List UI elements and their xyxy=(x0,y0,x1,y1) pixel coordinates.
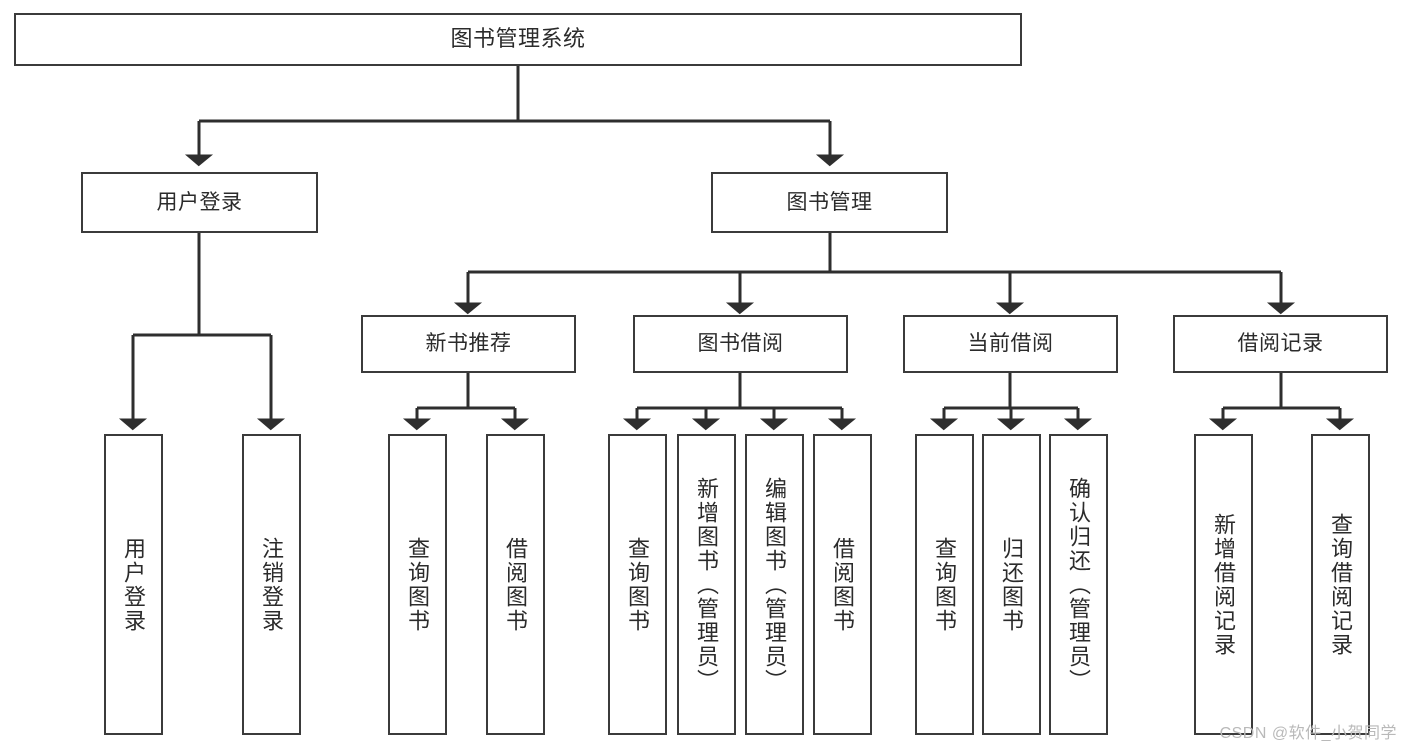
node-root-label: 图书管理系统 xyxy=(450,26,586,52)
node-leaf-query-book-1-label: 查询图书 xyxy=(405,536,431,633)
node-book-manage[interactable]: 图书管理 xyxy=(711,172,948,233)
node-leaf-query-book-2[interactable]: 查询图书 xyxy=(608,434,667,735)
node-leaf-return-book-label: 归还图书 xyxy=(999,536,1025,633)
node-leaf-user-login-label: 用户登录 xyxy=(121,536,147,633)
node-leaf-query-record-label: 查询借阅记录 xyxy=(1328,512,1354,657)
node-root[interactable]: 图书管理系统 xyxy=(14,13,1022,66)
node-new-book-recommend-label: 新书推荐 xyxy=(425,332,512,356)
node-current-borrow-label: 当前借阅 xyxy=(967,332,1054,356)
node-leaf-return-book[interactable]: 归还图书 xyxy=(982,434,1041,735)
node-leaf-query-book-2-label: 查询图书 xyxy=(625,536,651,633)
node-leaf-query-book-1[interactable]: 查询图书 xyxy=(388,434,447,735)
node-leaf-add-book[interactable]: 新增图书（管理员） xyxy=(677,434,736,735)
node-current-borrow[interactable]: 当前借阅 xyxy=(903,315,1118,373)
node-leaf-add-record[interactable]: 新增借阅记录 xyxy=(1194,434,1253,735)
watermark: CSDN @软件_小贺同学 xyxy=(1219,725,1397,742)
node-borrow-record-label: 借阅记录 xyxy=(1237,332,1324,356)
node-leaf-user-login[interactable]: 用户登录 xyxy=(104,434,163,735)
node-book-borrow[interactable]: 图书借阅 xyxy=(633,315,848,373)
node-borrow-record[interactable]: 借阅记录 xyxy=(1173,315,1388,373)
node-user-login[interactable]: 用户登录 xyxy=(81,172,318,233)
node-leaf-borrow-book-2-label: 借阅图书 xyxy=(830,536,856,633)
node-leaf-confirm-return[interactable]: 确认归还（管理员） xyxy=(1049,434,1108,735)
node-leaf-query-book-3[interactable]: 查询图书 xyxy=(915,434,974,735)
node-leaf-query-book-3-label: 查询图书 xyxy=(932,536,958,633)
node-leaf-logout-login-label: 注销登录 xyxy=(259,536,285,633)
node-leaf-logout-login[interactable]: 注销登录 xyxy=(242,434,301,735)
node-leaf-edit-book-label: 编辑图书（管理员） xyxy=(762,476,788,693)
node-user-login-label: 用户登录 xyxy=(156,190,243,214)
node-leaf-borrow-book-2[interactable]: 借阅图书 xyxy=(813,434,872,735)
node-new-book-recommend[interactable]: 新书推荐 xyxy=(361,315,576,373)
node-leaf-confirm-return-label: 确认归还（管理员） xyxy=(1066,476,1092,693)
node-leaf-query-record[interactable]: 查询借阅记录 xyxy=(1311,434,1370,735)
node-leaf-borrow-book-1-label: 借阅图书 xyxy=(503,536,529,633)
node-leaf-add-book-label: 新增图书（管理员） xyxy=(694,476,720,693)
node-leaf-borrow-book-1[interactable]: 借阅图书 xyxy=(486,434,545,735)
node-book-borrow-label: 图书借阅 xyxy=(697,332,784,356)
node-leaf-add-record-label: 新增借阅记录 xyxy=(1211,512,1237,657)
node-book-manage-label: 图书管理 xyxy=(786,190,873,214)
node-leaf-edit-book[interactable]: 编辑图书（管理员） xyxy=(745,434,804,735)
